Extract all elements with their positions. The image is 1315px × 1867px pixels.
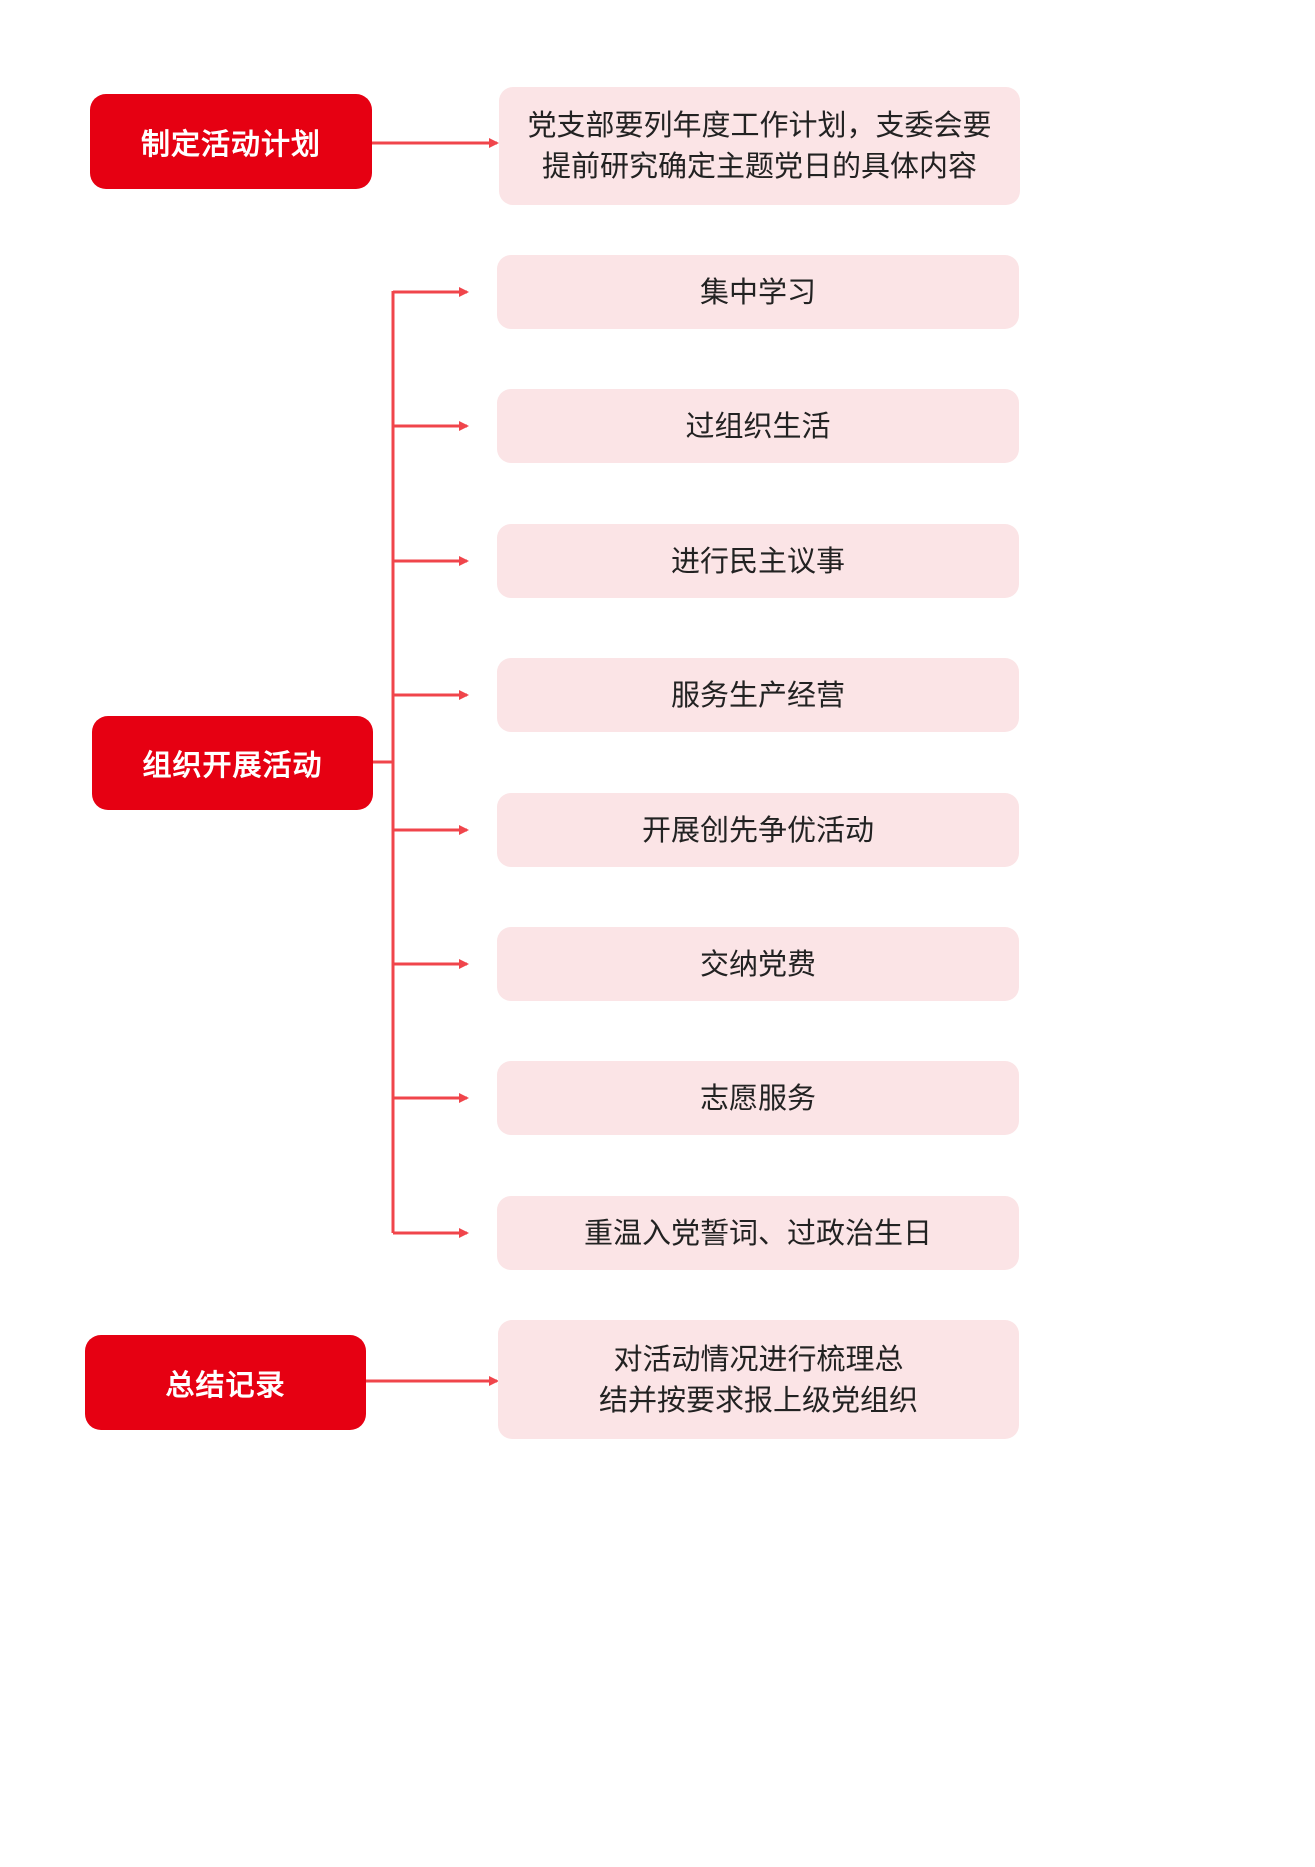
summary-detail-line-2: 结并按要求报上级党组织: [598, 1382, 918, 1417]
stage-plan-box: 制定活动计划: [90, 94, 372, 189]
activity-item-2: 过组织生活: [497, 389, 1019, 463]
activity-item-1: 集中学习: [497, 255, 1019, 329]
plan-detail-box: 党支部要列年度工作计划，支委会要 提前研究确定主题党日的具体内容: [499, 87, 1020, 205]
activity-item-5: 开展创先争优活动: [497, 793, 1019, 867]
stage-organize-box: 组织开展活动: [92, 716, 373, 810]
activity-item-7: 志愿服务: [497, 1061, 1019, 1135]
activity-flowchart: 制定活动计划 党支部要列年度工作计划，支委会要 提前研究确定主题党日的具体内容 …: [85, 87, 1020, 1439]
stage-summary-box: 总结记录: [85, 1335, 366, 1430]
summary-detail-line-1: 对活动情况进行梳理总: [613, 1341, 904, 1376]
summary-detail-box: 对活动情况进行梳理总 结并按要求报上级党组织: [498, 1320, 1019, 1439]
activity-arrows: [393, 287, 469, 1238]
activity-item-6: 交纳党费: [497, 927, 1019, 1001]
activity-item-3: 进行民主议事: [497, 524, 1019, 598]
plan-detail-line-2: 提前研究确定主题党日的具体内容: [541, 149, 977, 183]
activity-item-4: 服务生产经营: [497, 658, 1019, 732]
activity-item-8: 重温入党誓词、过政治生日: [497, 1196, 1019, 1270]
plan-detail-line-1: 党支部要列年度工作计划，支委会要: [527, 108, 992, 142]
